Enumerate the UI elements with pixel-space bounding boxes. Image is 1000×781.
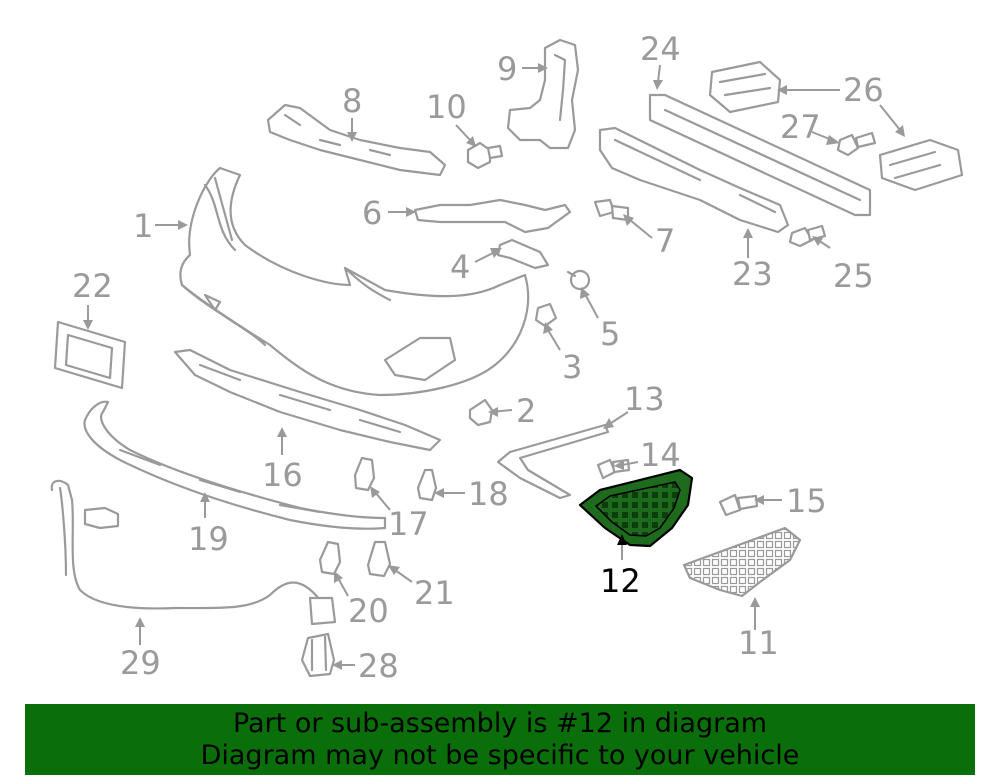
callout-labels: 1 2 3 4 5 6 7 8 9 10 11 12 13 14 15 16 1…	[72, 30, 884, 685]
part-clip-2	[468, 398, 494, 427]
part-bolt-27	[836, 131, 877, 157]
part-lower-spoiler	[83, 400, 387, 530]
part-bumper-cover	[179, 166, 530, 397]
callout-5: 5	[600, 315, 620, 353]
callout-21: 21	[414, 574, 455, 612]
callout-19: 19	[188, 520, 229, 558]
callout-8: 8	[342, 82, 362, 120]
part-lower-shield	[173, 348, 442, 452]
callout-26: 26	[843, 71, 884, 109]
callout-7: 7	[655, 222, 675, 260]
part-reinforcement-beam	[648, 93, 872, 217]
callout-22: 22	[72, 267, 113, 305]
part-grille-11	[682, 526, 802, 598]
part-clip-18	[416, 468, 438, 502]
callout-10: 10	[426, 88, 467, 126]
part-bracket-6	[413, 198, 572, 234]
callout-6: 6	[362, 194, 382, 232]
callout-12-highlighted: 12	[600, 562, 641, 600]
part-clip-21	[366, 540, 392, 578]
callout-17: 17	[388, 505, 429, 543]
part-energy-absorber	[598, 126, 790, 234]
part-molding-13	[496, 423, 610, 500]
part-wire-harness	[50, 479, 337, 626]
callout-20: 20	[348, 592, 389, 630]
part-bracket-26	[708, 60, 964, 192]
part-clip-20	[318, 540, 342, 576]
callout-24: 24	[640, 30, 681, 68]
callout-11: 11	[738, 624, 779, 662]
callout-1: 1	[133, 207, 153, 245]
part-screw-5	[566, 269, 591, 291]
callout-23: 23	[732, 255, 773, 293]
callout-4: 4	[450, 248, 470, 286]
part-sensor-28	[300, 632, 336, 678]
part-upper-bracket	[266, 103, 447, 177]
callout-15: 15	[786, 482, 827, 520]
callout-16: 16	[262, 456, 303, 494]
leader-lines	[83, 63, 905, 670]
banner-line-part: Part or sub-assembly is #12 in diagram	[232, 707, 768, 739]
banner-line-disclaimer: Diagram may not be specific to your vehi…	[200, 739, 800, 771]
part-bolt-10	[466, 141, 504, 170]
callout-9: 9	[497, 50, 517, 88]
callout-2: 2	[516, 392, 536, 430]
part-screw-3	[534, 302, 558, 328]
part-side-bracket	[506, 38, 580, 150]
info-banner: Part or sub-assembly is #12 in diagram D…	[25, 704, 975, 775]
callout-14: 14	[640, 436, 681, 474]
part-grille-12-highlighted	[578, 468, 694, 548]
parts-diagram: 1 2 3 4 5 6 7 8 9 10 11 12 13 14 15 16 1…	[50, 30, 964, 685]
callout-28: 28	[358, 647, 399, 685]
part-clip-4	[496, 238, 550, 270]
part-screw-15	[718, 493, 759, 517]
callout-18: 18	[468, 475, 509, 513]
part-bolt-7	[593, 198, 630, 222]
part-bolt-25	[788, 224, 827, 248]
callout-25: 25	[833, 257, 874, 295]
part-license-bracket	[53, 320, 127, 390]
callout-29: 29	[120, 644, 161, 682]
callout-13: 13	[624, 380, 665, 418]
callout-3: 3	[562, 348, 582, 386]
callout-27: 27	[780, 108, 821, 146]
part-screw-14	[596, 458, 631, 480]
part-clip-17	[353, 456, 376, 492]
